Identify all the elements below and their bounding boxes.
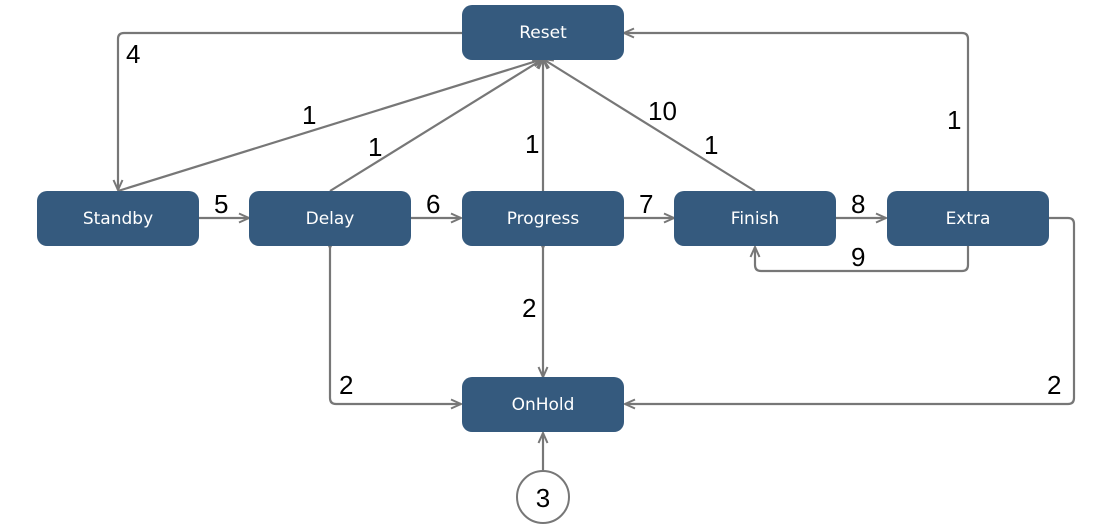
- edge-label-progress-reset: 1: [525, 129, 539, 159]
- state-onhold[interactable]: OnHold: [462, 377, 624, 432]
- edge-label-extra-reset: 1: [947, 105, 961, 135]
- edge-label-reset-standby: 4: [126, 39, 140, 69]
- state-progress-label: Progress: [507, 209, 580, 229]
- state-onhold-label: OnHold: [512, 395, 575, 415]
- initial-state-node[interactable]: 3: [516, 470, 570, 524]
- edge-label-finish-reset-1: 1: [704, 130, 718, 160]
- state-finish[interactable]: Finish: [674, 191, 836, 246]
- edge-extra-onhold: [625, 218, 1076, 404]
- state-extra-label: Extra: [946, 209, 991, 229]
- edge-label-extra-finish: 9: [851, 242, 865, 272]
- state-progress[interactable]: Progress: [462, 191, 624, 246]
- edge-label-delay-reset: 1: [368, 132, 382, 162]
- edge-label-standby-reset: 1: [302, 100, 316, 130]
- state-finish-label: Finish: [731, 209, 779, 229]
- edge-label-finish-reset-10: 10: [648, 96, 677, 126]
- state-reset[interactable]: Reset: [462, 5, 624, 60]
- edge-label-progress-onhold: 2: [522, 293, 536, 323]
- edge-standby-to-reset: [117, 59, 543, 193]
- state-delay[interactable]: Delay: [249, 191, 411, 246]
- edge-finish-to-reset: [543, 59, 756, 192]
- edge-label-finish-extra: 8: [851, 189, 865, 219]
- edge-label-standby-delay: 5: [214, 189, 228, 219]
- edge-label-delay-onhold: 2: [339, 370, 353, 400]
- edge-label-delay-progress: 6: [426, 189, 440, 219]
- state-extra[interactable]: Extra: [887, 191, 1049, 246]
- edge-delay-to-reset: [329, 59, 543, 192]
- state-delay-label: Delay: [306, 209, 355, 229]
- edge-extra-to-reset: [624, 33, 970, 191]
- edge-label-extra-onhold: 2: [1047, 370, 1061, 400]
- edge-delay-onhold: [330, 248, 461, 404]
- edge-reset-to-standby: [118, 31, 462, 190]
- initial-state-label: 3: [536, 483, 550, 513]
- state-standby[interactable]: Standby: [37, 191, 199, 246]
- state-standby-label: Standby: [83, 209, 153, 229]
- edge-label-progress-finish: 7: [639, 189, 653, 219]
- state-reset-label: Reset: [519, 23, 567, 43]
